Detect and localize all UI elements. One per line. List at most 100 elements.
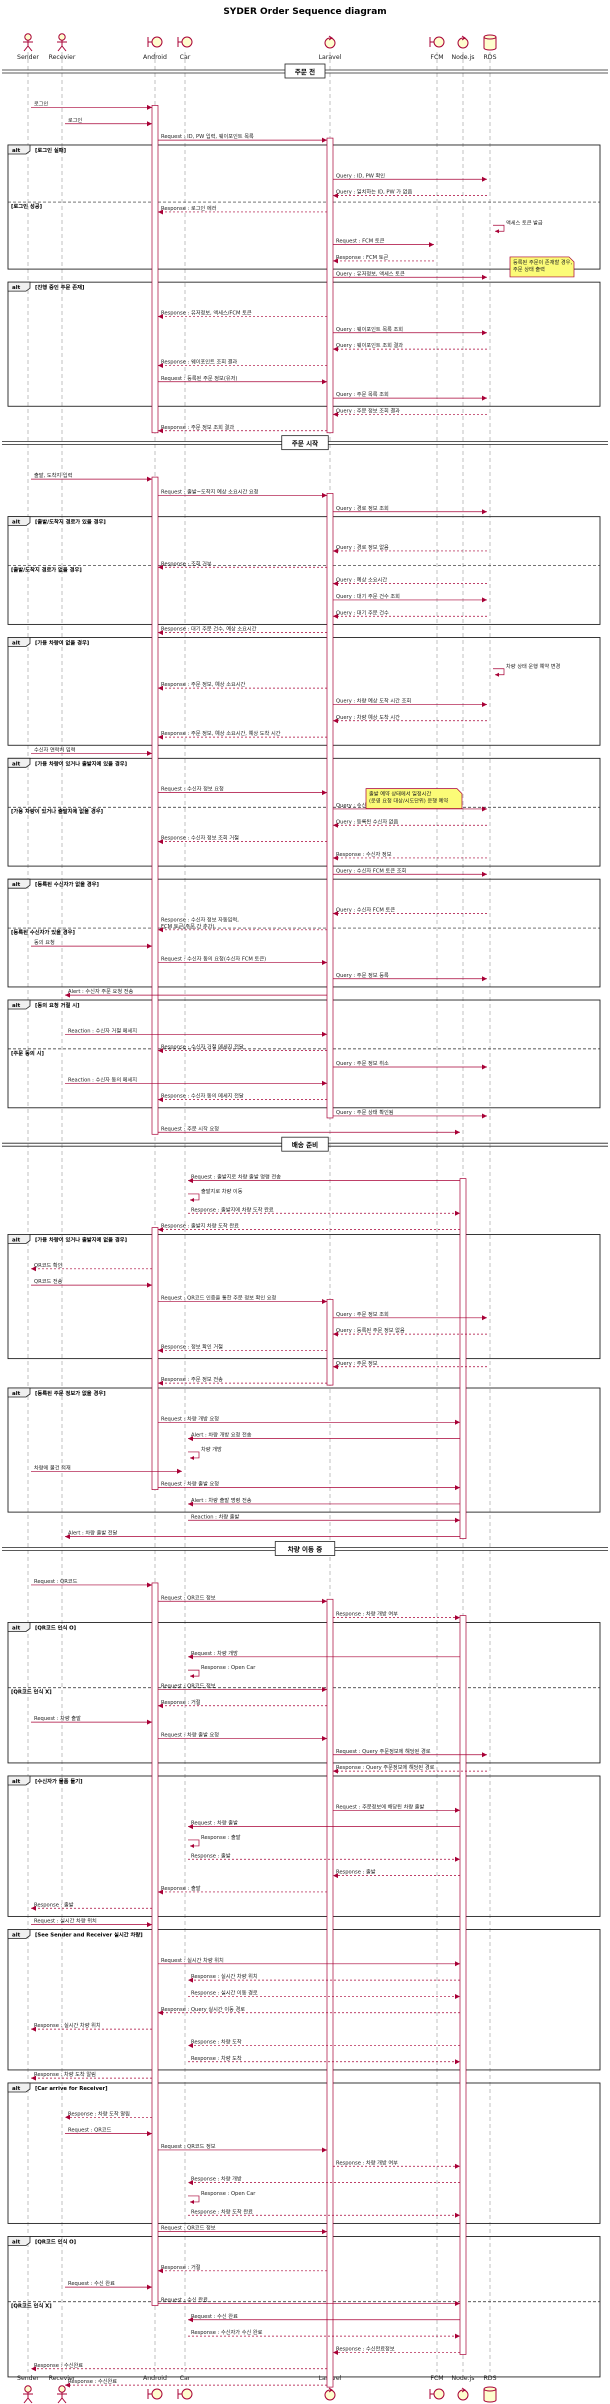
arrow-head [158, 1889, 163, 1895]
arrow-head [158, 209, 163, 215]
alt-frame-kind: alt [12, 640, 21, 646]
participant-label-sender: Sender [17, 2375, 39, 2382]
arrow-head [455, 1210, 460, 1216]
message-label: 차량에 물건 적재 [34, 1463, 71, 1471]
message-label: Response : 주문 정보, 예상 소요시간, 예상 도착 시간 [161, 729, 281, 737]
message-label: Response : 차량 개방 [191, 2175, 242, 2183]
message-label: Response : 대기 주문 건수, 예상 소요시간 [161, 625, 257, 633]
arrow-head [495, 672, 499, 677]
message-label: Query : 경로 정보 없음 [336, 543, 389, 551]
message-label: Query : 유저정보, 액세스 토큰 [336, 269, 405, 277]
message: Request : QR코드 정보 [158, 1594, 327, 1604]
message: QR코드 전송 [31, 1277, 152, 1288]
message: Query : 예상 소요시간 [333, 576, 487, 587]
alt-frame-guard: [가용 차량이 없을 경우] [35, 638, 89, 646]
section-label: 차량 이동 중 [288, 1545, 322, 1554]
actor-icon-body [23, 2392, 33, 2404]
message: Response : 조회 거부 [158, 559, 327, 570]
arrow-head [158, 2268, 163, 2274]
message: Response : 차량 개방 [188, 2175, 460, 2186]
message-label: Request : 차량 개방 요청 [161, 1414, 219, 1422]
message: Request : 수신자 동의 요청(수신자 FCM 토큰) [158, 954, 327, 965]
alt-frame-box [7, 1622, 601, 1764]
message-label: Request : FCM 토큰 [336, 238, 385, 245]
message-label: Response : 차량 개방 여부 [336, 1610, 398, 1618]
arrow-head [455, 1419, 460, 1425]
message-label: Request : QR코드 정보 [161, 2225, 216, 2232]
message-label: Response : 출발 [161, 1884, 201, 1892]
alt-frame-box [7, 2236, 601, 2378]
activation-bar-node [459, 1178, 467, 1539]
message: Response : 수신완료 [65, 2377, 327, 2388]
message-label: Request : 출발~도착지 예상 소요시간 요청 [161, 487, 259, 495]
message: Response : 정보 확인 거절 [158, 1342, 327, 1353]
participant-fcm-top: FCM [429, 36, 445, 61]
activation-bar-laravel [326, 1299, 334, 1386]
arrow-head [482, 806, 487, 812]
message-label: Response : 주문 정보, 예상 소요시간 [161, 680, 246, 688]
message: Response : 유저정보, 액세스/FCM 토큰 [158, 308, 327, 319]
arrow-head [455, 1807, 460, 1813]
arrow-head [190, 1455, 194, 1460]
message: Response : 실시간 차량 위치 [31, 2021, 152, 2032]
message-label: Query : 대기 주문 건수 [336, 608, 389, 616]
arrow-head [455, 2212, 460, 2218]
message-label: Query : ID, PW 확인 [336, 171, 385, 179]
message: Request : 차량 출발 [188, 1819, 460, 1830]
message: Response : 수신자 정보 조회 거절 [158, 834, 327, 845]
note-box [365, 788, 463, 809]
control-icon-arrow [328, 2387, 333, 2393]
arrow-head [333, 855, 338, 861]
message-label: Request : 차량 출발 [34, 1714, 81, 1722]
activation-bar-laravel [326, 1598, 334, 2388]
message-label: Response : 수신완료정보 [336, 2344, 395, 2352]
message: Query : 수신자 FCM 토큰 조회 [333, 866, 487, 877]
message-label: Response : 출발 [191, 1851, 231, 1859]
message-label: Request : 수신자 정보 요청 [161, 785, 224, 793]
participant-label-receiver: Recevier [49, 2375, 76, 2382]
alt-frame-guard: [주문 동의 시] [11, 1049, 44, 1057]
message: 출발지로 차량 이동 [188, 1187, 243, 1202]
alt-frame-tab [7, 1622, 31, 1632]
arrow-head [147, 1282, 152, 1288]
message: Response : 로그인 에러 [158, 204, 327, 215]
arrow-head [482, 1315, 487, 1321]
message-label: QR코드 확인 [34, 1261, 63, 1269]
message-label: Response : 수신자 정보 자동입력, [161, 915, 239, 923]
message: Response : 차량 개방 여부 [333, 1610, 460, 1621]
alt-frame-guard: [QR코드 인식 O] [35, 2237, 76, 2245]
alt-frame-guard: [See Sender and Receiver 실시간 차량] [35, 1930, 143, 1938]
message-label: Response : 차량 도착 알림 [68, 2109, 130, 2117]
message: Query : 주문 상태 확인됨 [333, 1108, 487, 1119]
message-label: Request : QR코드 정보 [161, 1594, 216, 1601]
alt-frame-kind: alt [12, 2086, 21, 2092]
arrow-head [158, 313, 163, 319]
alt-frame-kind: alt [12, 882, 21, 888]
message: 출발, 도착지 입력 [31, 471, 152, 482]
message: Request : QR코드 인증을 통한 주문 정보 확인 요청 [158, 1293, 327, 1304]
arrow-head [158, 1227, 163, 1233]
message: Query : 대기 주문 건수 [333, 608, 487, 619]
message: Response : Open Car [188, 1665, 256, 1679]
database-icon-top [483, 2386, 497, 2392]
self-message-arrow [188, 1193, 200, 1201]
message-label: Response : 조회 거부 [161, 559, 212, 567]
self-message-arrow [188, 1669, 200, 1677]
message: Request : 출발~도착지 예상 소요시간 요청 [158, 487, 327, 498]
message-label: 출발, 도착지 입력 [34, 471, 73, 479]
alt-frame-guard: [수신자가 물품 들기] [35, 1777, 83, 1785]
message: 동의 요청 [31, 939, 152, 949]
arrow-head [188, 1501, 193, 1507]
arrow-head [158, 927, 163, 933]
message-label: Reaction : 차량 출발 [191, 1512, 240, 1520]
message-label: Response : 수신자 거절 메세지 전달 [161, 1043, 244, 1051]
message-label: Response : 수신자 동의 메세지 전달 [161, 1092, 244, 1100]
alt-frame-box [7, 757, 601, 867]
message-label: Query : 일치하는 ID, PW 가 없음 [336, 188, 412, 196]
arrow-head [158, 362, 163, 368]
alt-frame-guard: [가용 차량이 있거나 출발지에 없을 경우] [35, 1236, 127, 1244]
alt-frame-tab [7, 1929, 31, 1939]
arrow-head [188, 1436, 193, 1442]
message: Response : 주문 정보, 예상 소요시간 [158, 680, 327, 691]
self-message-arrow [188, 2195, 200, 2203]
